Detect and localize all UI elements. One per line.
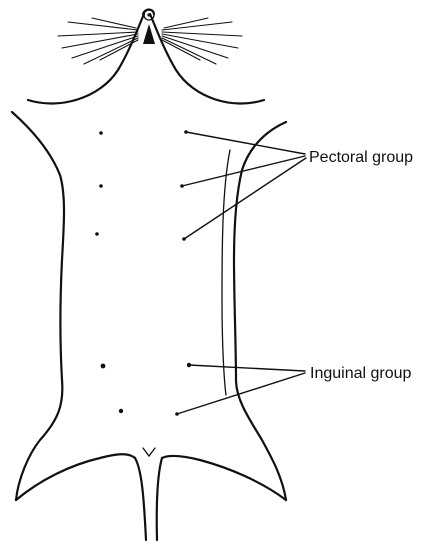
head (28, 10, 264, 104)
nipple-left-3 (95, 232, 99, 236)
leader-line (186, 132, 305, 154)
inguinal-leaders (177, 365, 305, 414)
body-outline (12, 112, 286, 540)
nipple-left-4 (101, 364, 106, 369)
pectoral-group-label: Pectoral group (309, 149, 413, 166)
leader-line (189, 365, 305, 371)
inguinal-group-label: Inguinal group (310, 365, 412, 382)
nipples (95, 130, 191, 416)
mouth (143, 24, 155, 44)
leader-line (177, 373, 305, 414)
nipple-left-2 (99, 184, 103, 188)
whiskers-right (162, 18, 242, 64)
nipple-left-1 (99, 131, 103, 135)
pectoral-leaders (182, 132, 306, 239)
nipple-left-5 (119, 409, 123, 413)
